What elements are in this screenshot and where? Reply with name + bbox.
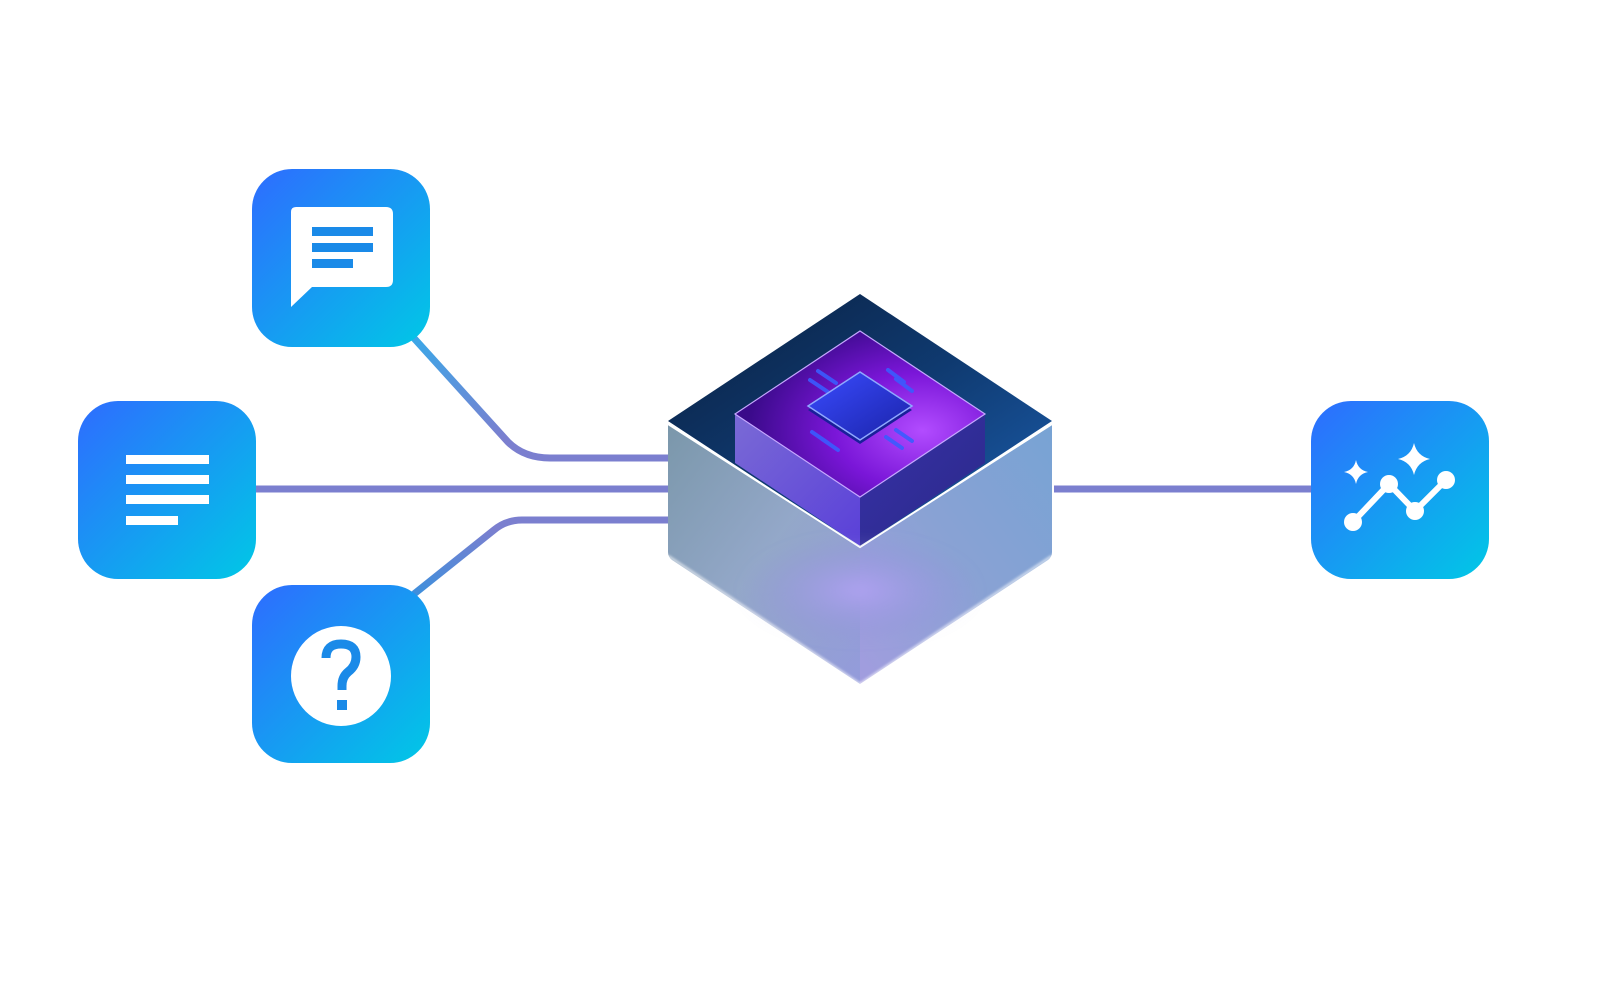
question-icon: [291, 626, 391, 726]
connector-question-to-cube: [411, 516, 668, 597]
chat-bubble-icon: [291, 207, 393, 307]
text-lines-icon: [126, 455, 209, 525]
connectors: [256, 333, 1312, 597]
sparkle-trend-icon: [1344, 443, 1455, 531]
connector-chat-to-cube: [409, 333, 668, 462]
insights-tile: [1311, 401, 1489, 579]
text-document-tile: [78, 401, 256, 579]
question-tile: [252, 585, 430, 763]
ai-chip-icon: AI: [704, 304, 914, 444]
chat-message-tile: [252, 169, 430, 347]
ai-chip-label: AI: [704, 304, 766, 348]
inner-chip: AI: [704, 304, 987, 546]
ai-processor-cube: AI: [667, 294, 1053, 686]
